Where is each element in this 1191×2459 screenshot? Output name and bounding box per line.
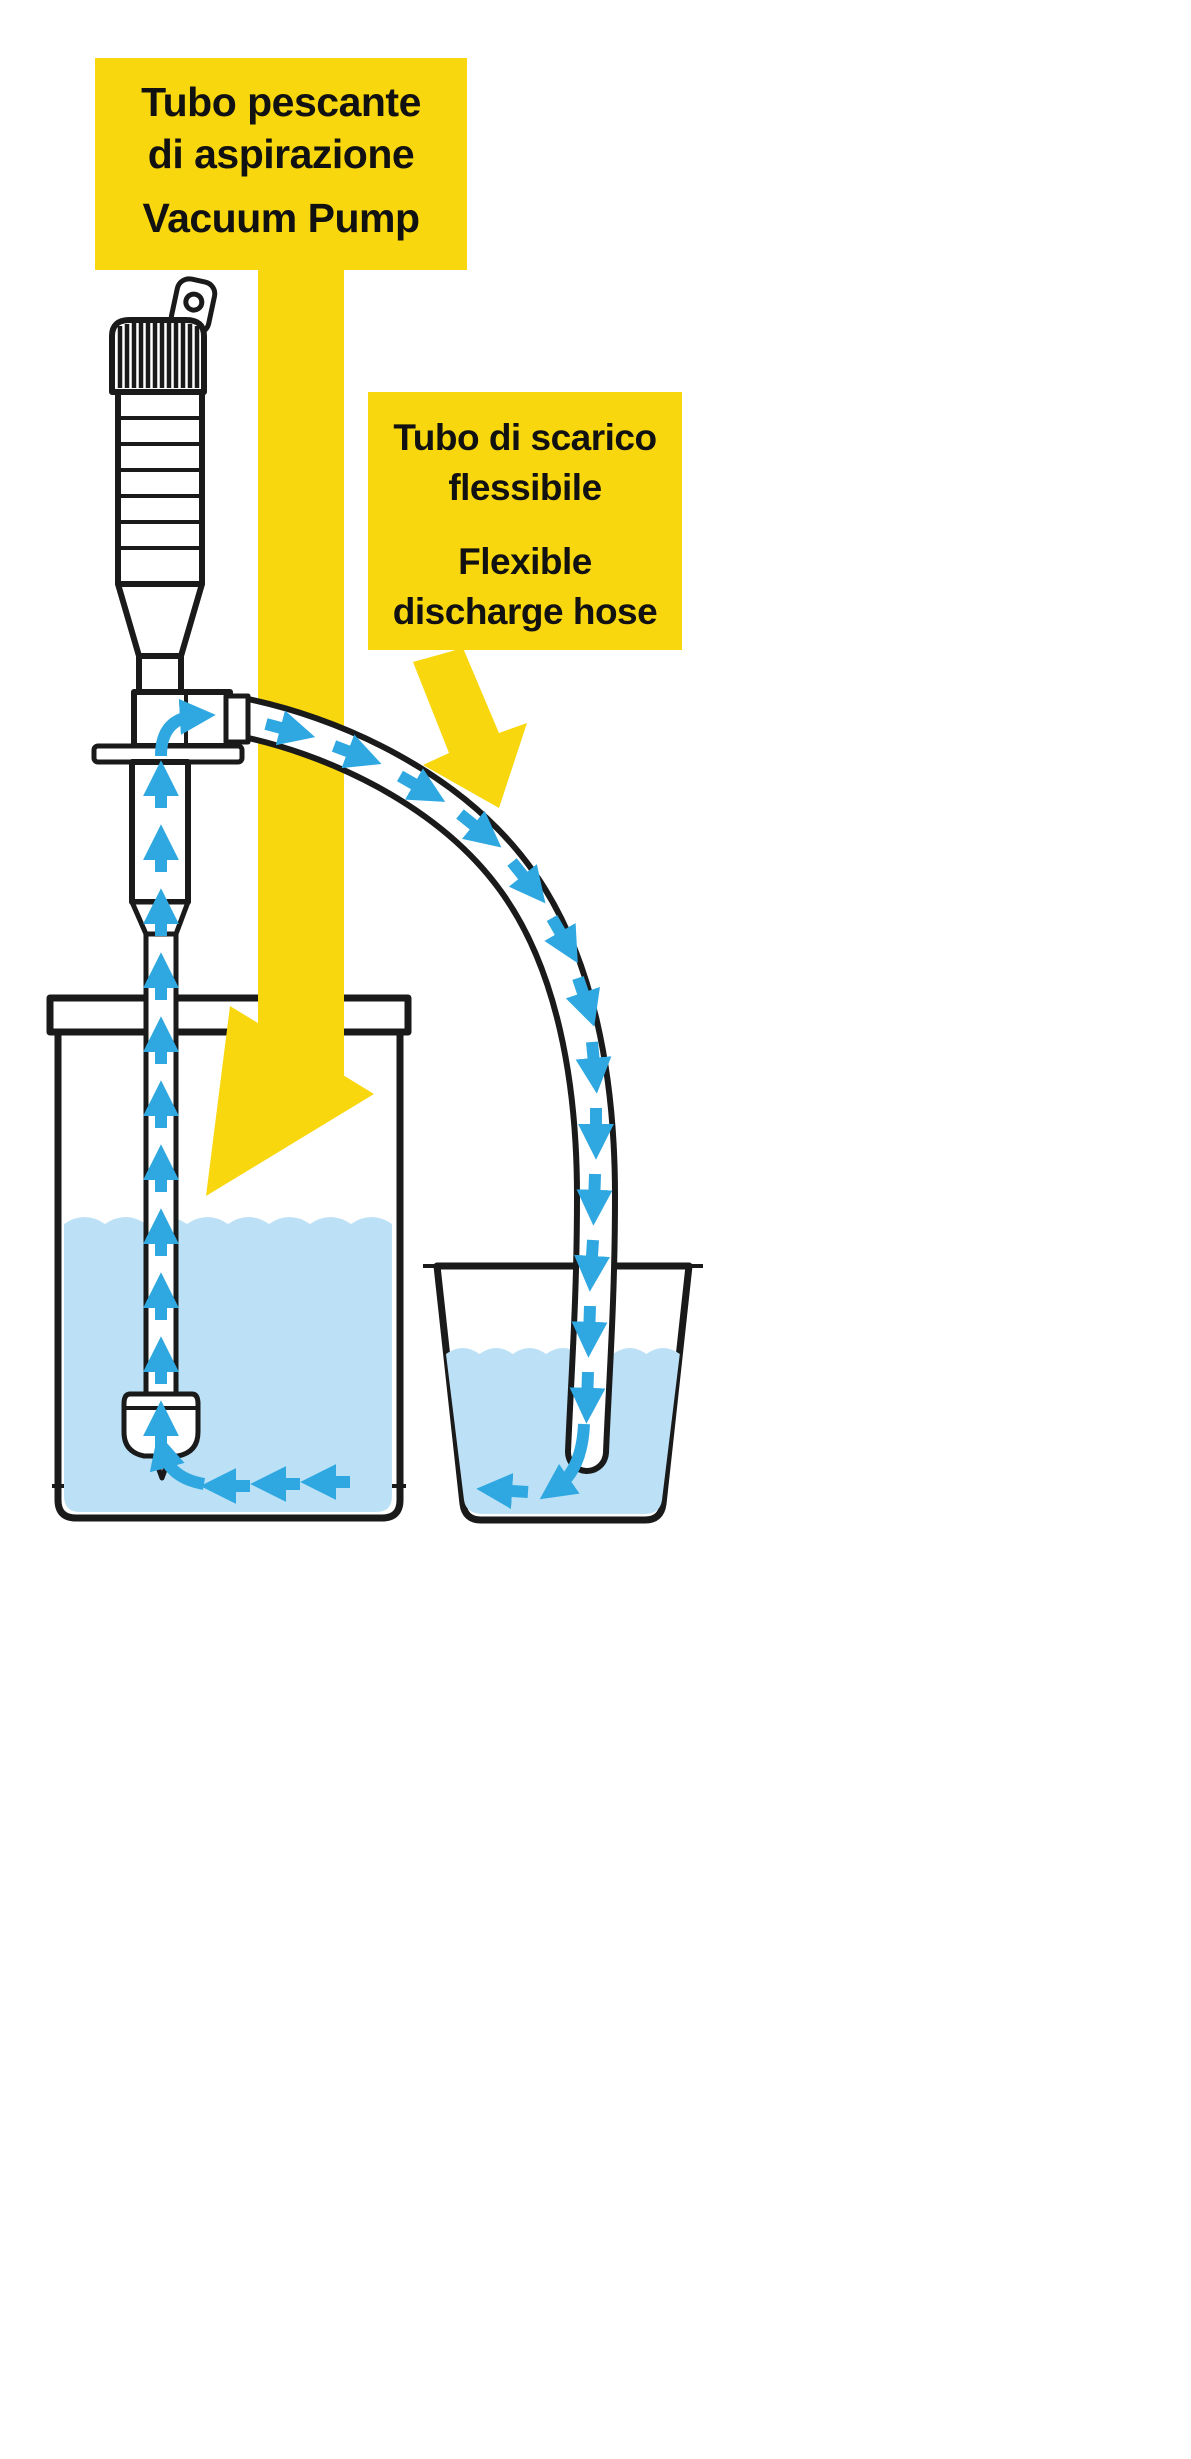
- suction-pump-label-box: [95, 58, 467, 270]
- discharge-hose-label-line2: flessibile: [448, 467, 601, 508]
- flow-arrow: [476, 1473, 529, 1509]
- flow-arrow: [569, 1371, 606, 1424]
- flow-arrow: [507, 858, 546, 904]
- flow-arrow: [574, 1239, 610, 1292]
- callout-arrows: [206, 264, 527, 1196]
- flow-arrows: [143, 698, 614, 1509]
- flow-arrow: [397, 768, 446, 802]
- flow-arrow: [565, 976, 600, 1027]
- pump-shoulder: [115, 581, 205, 659]
- hanger-tab-hole: [183, 291, 205, 313]
- pump-neck: [136, 653, 184, 695]
- discharge-hose-label-line1: Tubo di scarico: [393, 417, 656, 458]
- flow-arrow: [264, 710, 316, 746]
- discharge-callout-arrow: [413, 648, 527, 808]
- flow-arrow: [155, 698, 216, 757]
- discharge-hose-label-box: [368, 392, 682, 650]
- flow-arrow: [575, 1041, 612, 1094]
- pump-barrel-ribs: [118, 416, 202, 550]
- suction-pump-label-line1: Tubo pescante: [141, 79, 421, 125]
- discharge-hose-label: Tubo di scarico flessibile Flexible disc…: [368, 392, 682, 650]
- bucket-liquid: [446, 1348, 680, 1514]
- flow-arrow: [331, 734, 382, 769]
- suction-callout-arrow-shaft: [258, 264, 344, 1084]
- flow-arrow: [544, 915, 578, 964]
- flow-arrow: [456, 809, 502, 848]
- flow-arrow: [539, 1423, 590, 1500]
- pump-barrel: [115, 389, 205, 587]
- suction-callout-arrow-head: [206, 1006, 374, 1196]
- flow-arrow: [149, 1432, 206, 1490]
- suction-pump-label: Tubo pescante di aspirazione Vacuum Pump: [95, 58, 467, 270]
- discharge-hose-label-line4: discharge hose: [393, 591, 657, 632]
- suction-pump-label-line2: di aspirazione: [148, 131, 414, 177]
- flow-arrow: [571, 1305, 608, 1358]
- suction-pump-label-line3: Vacuum Pump: [142, 195, 419, 241]
- hose-connector-collar: [223, 693, 251, 745]
- flow-arrow: [576, 1173, 613, 1226]
- cap-knurling: [117, 320, 200, 388]
- discharge-hose-label-line3: Flexible: [458, 541, 592, 582]
- drum-liquid: [64, 1217, 392, 1512]
